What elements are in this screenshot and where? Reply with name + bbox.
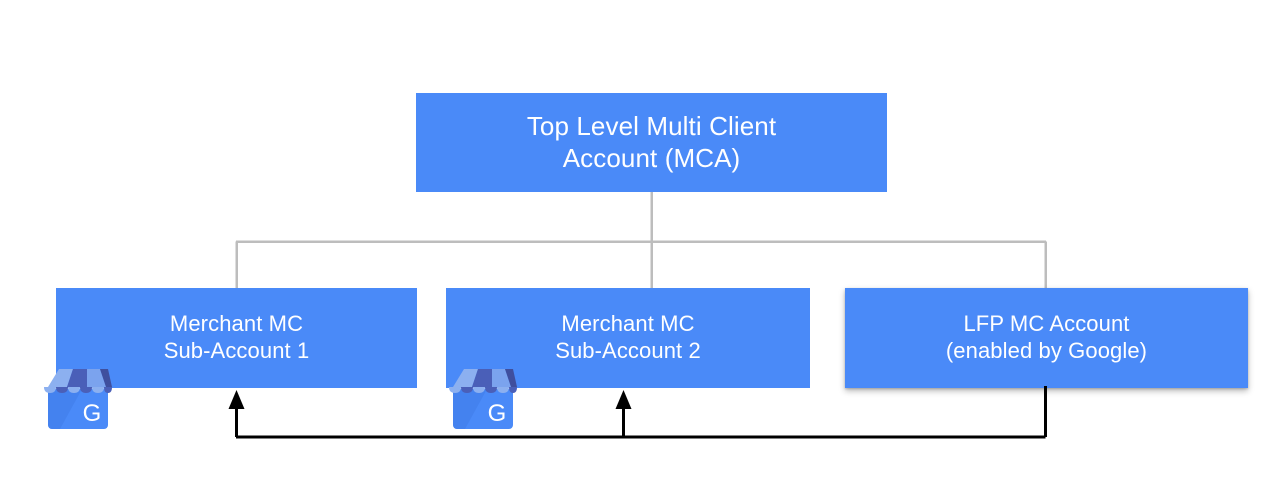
- node-merchant-mc-sub-account-1[interactable]: Merchant MC Sub-Account 1: [56, 288, 417, 388]
- node-merchant-mc-sub-account-1-line2: Sub-Account 1: [163, 338, 310, 363]
- node-lfp-mc-account-line1: LFP MC Account: [963, 311, 1130, 337]
- node-lfp-mc-account[interactable]: LFP MC Account (enabled by Google): [845, 288, 1248, 388]
- node-merchant-mc-sub-account-1-line1: Merchant MC: [169, 311, 304, 337]
- node-top-level-mca-label: Top Level Multi Client Account (MCA): [416, 111, 887, 174]
- node-merchant-mc-sub-account-2-line1: Merchant MC: [561, 311, 695, 337]
- feed-arrowhead-sub1: [228, 390, 245, 409]
- node-lfp-mc-account-line2: (enabled by Google): [945, 338, 1148, 363]
- node-top-level-mca[interactable]: Top Level Multi Client Account (MCA): [416, 93, 887, 192]
- node-merchant-mc-sub-account-2-line2: Sub-Account 2: [555, 338, 701, 363]
- svg-text:G: G: [488, 400, 507, 427]
- google-my-business-storefront-icon: G: [42, 367, 114, 429]
- google-my-business-storefront-icon: G: [447, 367, 519, 429]
- node-top-level-mca-line1: Top Level Multi Client: [526, 110, 777, 141]
- node-lfp-mc-account-label: LFP MC Account (enabled by Google): [845, 311, 1248, 365]
- feed-arrowhead-sub2: [615, 390, 632, 409]
- svg-text:G: G: [83, 400, 102, 427]
- node-merchant-mc-sub-account-1-label: Merchant MC Sub-Account 1: [56, 311, 417, 365]
- node-merchant-mc-sub-account-2-label: Merchant MC Sub-Account 2: [446, 311, 810, 365]
- node-top-level-mca-line2: Account (MCA): [562, 142, 741, 173]
